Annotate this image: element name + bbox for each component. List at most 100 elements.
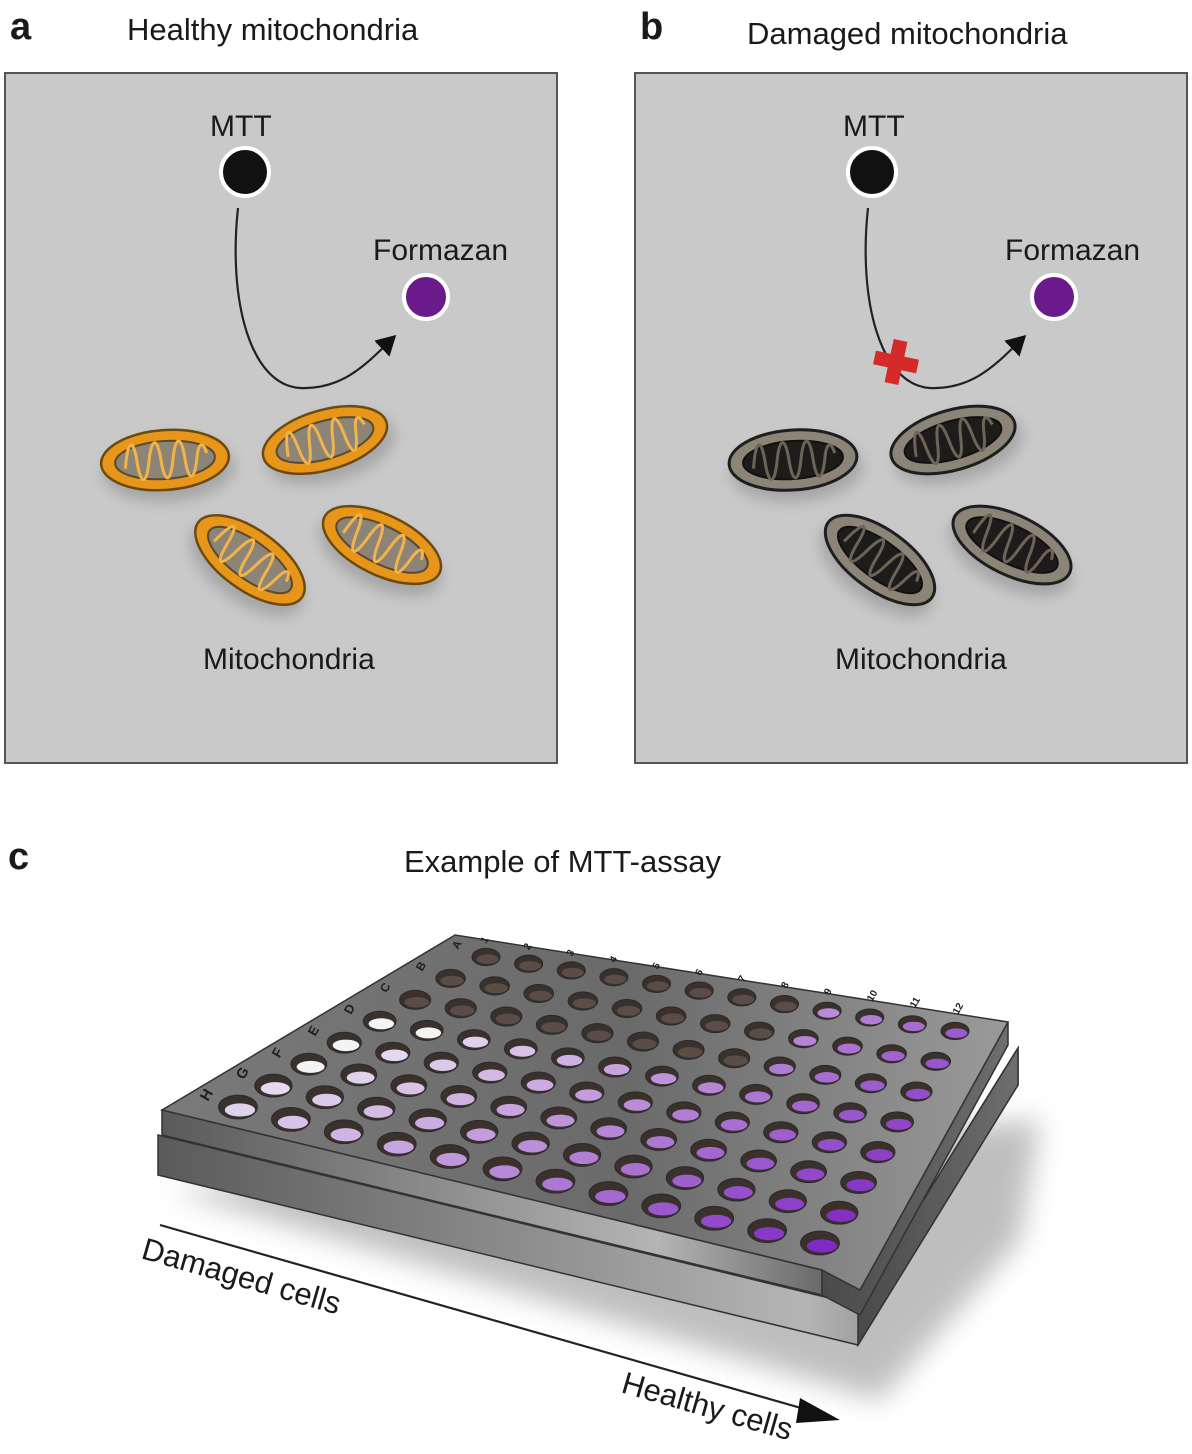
well-E10	[763, 1121, 799, 1144]
well-F7	[590, 1117, 628, 1141]
formazan-label-a: Formazan	[373, 234, 509, 267]
well-B1	[435, 968, 466, 988]
well-B11	[876, 1044, 907, 1064]
well-G12	[820, 1200, 859, 1225]
plate-wells	[218, 947, 970, 1256]
well-D9	[739, 1083, 773, 1105]
reaction-arrow-a	[234, 207, 397, 390]
well-A9	[812, 1001, 842, 1020]
well-H4	[376, 1131, 417, 1157]
column-label-7: 7	[737, 974, 750, 985]
well-G1	[254, 1073, 293, 1098]
well-G8	[614, 1154, 653, 1179]
well-F10	[740, 1149, 778, 1173]
panel-letter-c: c	[8, 836, 30, 878]
well-D11	[833, 1102, 867, 1124]
well-A11	[897, 1015, 927, 1034]
well-D1	[362, 1010, 397, 1032]
mtt-label-a: MTT	[210, 110, 272, 143]
well-F12	[840, 1170, 877, 1194]
well-C9	[763, 1056, 796, 1077]
well-D4	[503, 1038, 538, 1060]
well-G10	[717, 1177, 756, 1202]
well-A3	[556, 961, 586, 980]
well-E3	[423, 1051, 459, 1074]
well-H8	[588, 1181, 629, 1206]
well-D5	[551, 1047, 585, 1069]
well-F2	[340, 1063, 378, 1087]
panel-b-box	[634, 72, 1188, 764]
well-H6	[482, 1156, 523, 1182]
mitochondria-label-b: Mitochondria	[835, 643, 1007, 676]
well-C7	[672, 1039, 705, 1060]
well-C8	[718, 1048, 751, 1069]
well-E12	[860, 1141, 896, 1164]
well-D12	[880, 1111, 914, 1133]
well-E8	[666, 1101, 702, 1124]
well-B5	[611, 999, 643, 1019]
panel-b-title: Damaged mitochondria	[747, 16, 1068, 51]
mtt-dot-a	[219, 146, 271, 198]
well-E11	[811, 1131, 847, 1154]
well-C6	[626, 1031, 660, 1052]
well-G2	[305, 1085, 345, 1110]
well-B2	[479, 976, 510, 996]
well-H10	[694, 1205, 735, 1231]
well-B12	[920, 1051, 952, 1071]
well-F11	[790, 1160, 827, 1184]
well-C5	[581, 1023, 614, 1044]
well-C3	[490, 1006, 523, 1027]
panel-a-title: Healthy mitochondria	[127, 12, 419, 47]
well-G3	[357, 1096, 396, 1121]
well-E4	[472, 1061, 508, 1084]
well-A10	[855, 1008, 885, 1027]
well-A5	[642, 974, 672, 993]
well-F4	[440, 1084, 478, 1108]
cell-health-axis	[159, 1223, 840, 1423]
well-H2	[270, 1106, 311, 1132]
column-label-6: 6	[694, 967, 707, 978]
column-label-4: 4	[608, 954, 621, 965]
well-C11	[854, 1073, 887, 1094]
well-B4	[567, 991, 599, 1011]
formazan-dot-b	[1030, 273, 1078, 321]
well-H12	[800, 1230, 840, 1256]
panel-a-box	[4, 72, 558, 764]
panel-b-graphics	[727, 146, 1087, 635]
well-B3	[523, 983, 555, 1004]
panel-letter-b: b	[640, 6, 664, 48]
blocked-reaction-cross	[873, 339, 919, 385]
formazan-dot-a	[402, 273, 450, 321]
well-A1	[471, 947, 501, 967]
well-B7	[699, 1014, 731, 1034]
well-A4	[599, 968, 629, 987]
well-H9	[641, 1193, 682, 1219]
well-G11	[768, 1189, 808, 1214]
well-H1	[218, 1094, 258, 1120]
column-label-12: 12	[951, 1001, 966, 1017]
well-H3	[323, 1119, 364, 1145]
well-A6	[684, 981, 714, 1000]
well-F3	[390, 1074, 428, 1098]
well-G9	[665, 1166, 705, 1190]
well-E7	[617, 1091, 653, 1114]
well-C1	[399, 989, 432, 1010]
well-D10	[786, 1093, 820, 1115]
axis-start-label: Damaged cells	[138, 1231, 345, 1321]
panel-letter-a: a	[10, 6, 32, 48]
well-E1	[326, 1031, 362, 1054]
well-A12	[940, 1021, 970, 1041]
column-label-1: 1	[479, 935, 492, 946]
column-label-2: 2	[522, 941, 535, 952]
well-A7	[727, 988, 757, 1007]
well-D8	[692, 1074, 726, 1096]
well-E5	[520, 1071, 556, 1094]
well-A2	[514, 954, 544, 973]
axis-arrowhead	[796, 1398, 840, 1423]
well-G6	[511, 1131, 550, 1156]
well-E9	[714, 1111, 750, 1134]
column-label-5: 5	[651, 961, 664, 972]
well-G4	[408, 1108, 447, 1133]
